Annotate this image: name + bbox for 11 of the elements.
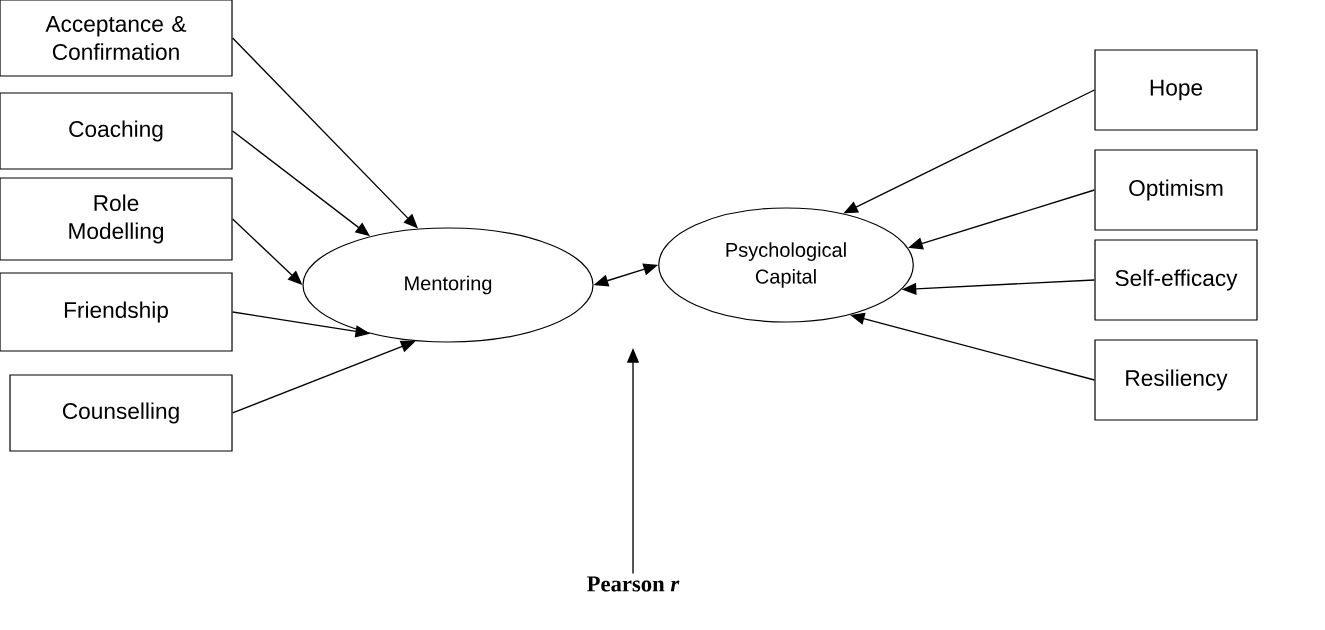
text-box: Counselling	[9, 374, 233, 452]
text-box: Acceptance & Confirmation	[0, 0, 233, 77]
text-box: Coaching	[0, 92, 233, 170]
text-box: Optimism	[1094, 149, 1258, 231]
arrow	[231, 37, 418, 229]
text-box: Role Modelling	[0, 177, 233, 261]
text-box: Resiliency	[1094, 339, 1258, 421]
text-box: Friendship	[0, 272, 233, 352]
text-box: Self-efficacy	[1094, 239, 1258, 321]
method-label: Pearson r	[587, 576, 680, 592]
text-box: Hope	[1094, 49, 1258, 131]
